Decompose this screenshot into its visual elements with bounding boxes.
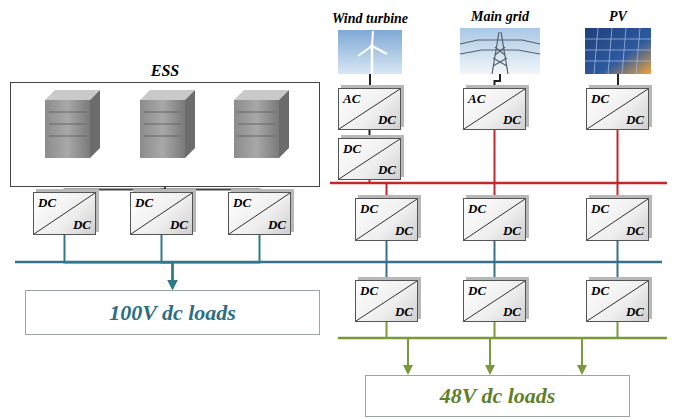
source-label: Wind turbine [332,10,408,27]
arrow-head [168,280,178,290]
battery-picture [234,90,289,158]
connector-line [495,74,501,88]
converter-label: DC [233,195,251,210]
connector-line [494,241,496,280]
converter-label: DC [360,201,378,216]
connector-line [617,130,619,198]
connector [577,322,618,375]
connector [618,74,619,88]
connector [370,180,387,198]
converter-label: DC [135,195,153,210]
converter-label: DC [395,304,413,319]
connector-line [386,241,388,280]
load-box: 48V dc loads [365,375,630,417]
arrow-head [577,365,587,375]
converter-label: DC [170,217,188,232]
connector-line [387,322,409,366]
battery-picture [140,90,195,158]
connector-line [162,235,173,281]
connector-line [369,74,371,88]
connector-line [369,130,371,138]
load-label: 48V dc loads [440,383,556,409]
converter-box: AC DC [338,88,401,130]
connector-line [494,130,496,198]
converter-label: DC [378,112,396,127]
connector [168,235,260,290]
wind-turbine-picture [338,30,402,74]
group-label: ESS [151,62,179,79]
converter-box: DC DC [338,138,401,180]
converter-label: AC [343,91,360,106]
converter-label: DC [38,195,56,210]
source-label: PV [609,8,627,25]
connector [485,322,495,375]
converter-box: DC DC [355,280,418,322]
converter-label: DC [395,223,413,238]
converter-label: DC [591,91,609,106]
connector-line [173,235,260,281]
converter-label: DC [360,283,378,298]
converter-label: DC [378,162,396,177]
converter-box: DC DC [33,192,96,235]
converter-box: DC DC [586,198,649,241]
converter-box: AC DC [463,88,526,130]
connector [494,241,495,280]
converter-label: DC [468,283,486,298]
connector [386,241,387,280]
source-picture-box: Wind turbine [338,30,402,74]
battery-picture [45,90,100,158]
converter-label: DC [591,283,609,298]
converter-label: DC [503,112,521,127]
converter-box: DC DC [586,280,649,322]
converter-label: DC [268,217,286,232]
solar-panel-picture [585,28,651,74]
converter-label: DC [626,112,644,127]
connector-line [617,74,619,88]
connector-line [617,241,619,280]
converter-label: DC [343,141,361,156]
connector [369,130,370,138]
pylon-picture [460,28,540,74]
converter-box: DC DC [355,198,418,241]
converter-label: DC [503,223,521,238]
connector [617,130,618,198]
connector-line [65,235,173,281]
converter-box: DC DC [228,192,291,235]
converter-label: DC [591,201,609,216]
converter-label: DC [626,223,644,238]
source-label: Main grid [471,8,529,25]
converter-box: DC DC [463,198,526,241]
connector [387,322,414,375]
arrow-head [168,280,178,290]
arrow-head [403,365,413,375]
arrow-head [485,365,495,375]
connector [370,74,371,88]
converter-label: DC [468,201,486,216]
source-picture-box: Main grid [460,28,540,74]
converter-label: DC [73,217,91,232]
converter-box: DC DC [130,192,193,235]
load-box: 100V dc loads [25,290,320,335]
storage-group: ESS [10,82,320,187]
connector [494,130,495,198]
converter-label: AC [468,91,485,106]
connector-line [582,322,618,366]
connector [495,74,501,88]
converter-label: DC [503,304,521,319]
load-label: 100V dc loads [109,300,236,326]
converter-box: DC DC [463,280,526,322]
converter-label: DC [626,304,644,319]
connector-line [490,322,495,366]
connector [617,241,618,280]
source-picture-box: PV [585,28,651,74]
connector-line [370,180,387,198]
arrow-head [168,280,178,290]
converter-box: DC DC [586,88,649,130]
connector [65,235,178,290]
